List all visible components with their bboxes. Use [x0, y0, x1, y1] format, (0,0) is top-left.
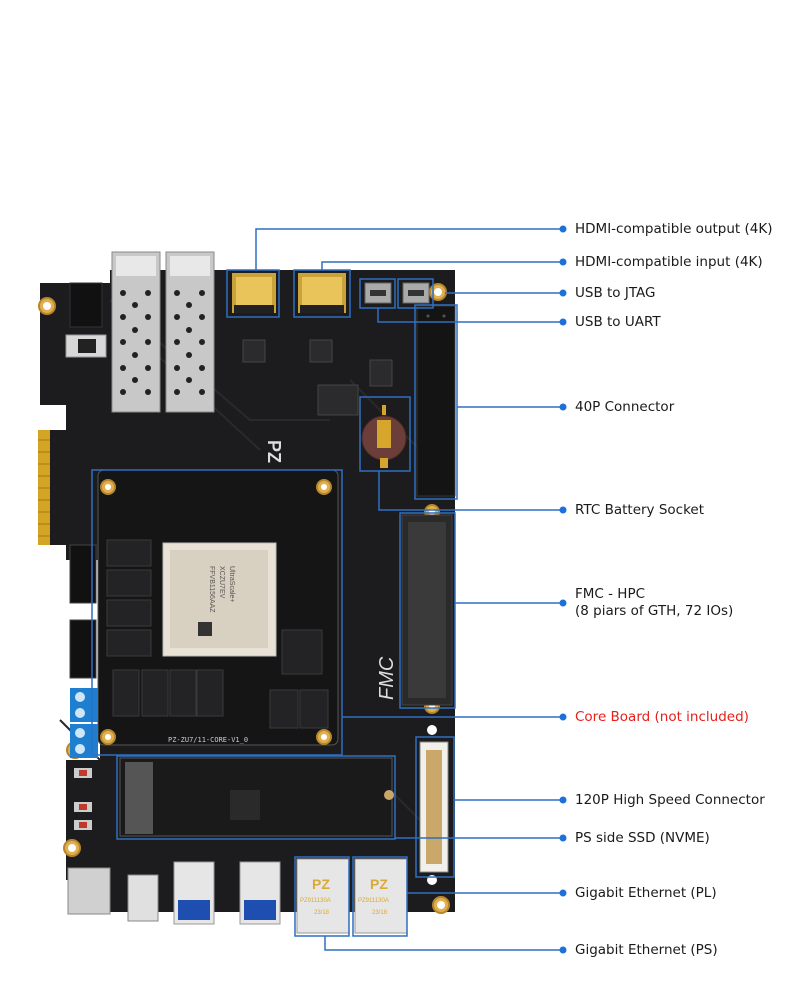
- label-hdmi-output: HDMI-compatible output (4K): [575, 221, 773, 237]
- label-40p-connector: 40P Connector: [575, 399, 675, 415]
- callout-lines: [91, 228, 562, 951]
- label-fmc-hpc-line2: (8 piars of GTH, 72 IOs): [575, 603, 734, 619]
- label-rtc-battery: RTC Battery Socket: [575, 502, 705, 518]
- usb-type-c: [127, 874, 159, 922]
- svg-text:PZ: PZ: [312, 876, 330, 892]
- label-ethernet-pl: Gigabit Ethernet (PL): [575, 885, 717, 901]
- svg-text:23/18: 23/18: [314, 910, 330, 916]
- usb3-ports: [173, 861, 281, 925]
- fmc-hpc-connector: FMC: [376, 514, 453, 706]
- board-logo: PZ: [264, 440, 284, 463]
- label-usb-jtag: USB to JTAG: [575, 285, 656, 301]
- label-fmc-hpc: FMC - HPC (8 piars of GTH, 72 IOs): [575, 586, 733, 620]
- label-ps-ssd: PS side SSD (NVME): [575, 830, 710, 846]
- svg-text:FMC: FMC: [376, 656, 398, 700]
- push-buttons: [74, 768, 92, 830]
- rj45-ps: PZ PZ911130A 23/18: [296, 858, 350, 934]
- hdmi-input-connector: [298, 273, 346, 313]
- svg-text:PZ: PZ: [370, 876, 388, 892]
- label-120p-connector: 120P High Speed Connector: [575, 792, 765, 808]
- rj45-pl: PZ PZ911130A 23/18: [354, 858, 408, 934]
- svg-text:XCZU7EV: XCZU7EV: [218, 566, 225, 599]
- usb-jtag-connector: [364, 282, 392, 304]
- nvme-ssd-slot: [119, 757, 394, 837]
- label-usb-uart: USB to UART: [575, 314, 661, 330]
- sfp-cage-2: [165, 251, 215, 413]
- svg-text:PZ911130A: PZ911130A: [358, 898, 389, 904]
- label-fmc-hpc-line1: FMC - HPC: [575, 586, 646, 602]
- callout-dots: [559, 225, 567, 954]
- sd-card-slot: [67, 867, 111, 915]
- label-hdmi-input: HDMI-compatible input (4K): [575, 254, 763, 270]
- usb-uart-connector: [402, 282, 430, 304]
- svg-text:UltraScale+: UltraScale+: [228, 566, 235, 602]
- pcie-gold-fingers: [38, 430, 50, 545]
- svg-text:FFVB1156AAZ: FFVB1156AAZ: [208, 566, 215, 613]
- svg-text:23/18: 23/18: [372, 910, 388, 916]
- rtc-battery-socket: [361, 405, 407, 468]
- sfp-cage-1: [111, 251, 161, 413]
- hdmi-output-connector: [232, 273, 276, 313]
- terminal-blocks: [70, 688, 98, 758]
- dc-power-jack: [69, 282, 103, 328]
- svg-text:PZ911130A: PZ911130A: [300, 898, 331, 904]
- label-ethernet-ps: Gigabit Ethernet (PS): [575, 942, 718, 958]
- label-core-board: Core Board (not included): [575, 709, 749, 725]
- core-silkscreen: PZ-ZU7/11-CORE-V1_0: [168, 736, 248, 744]
- 120p-connector: [419, 741, 449, 873]
- core-board: UltraScale+ XCZU7EV FFVB1156AAZ PZ-ZU7/1…: [97, 469, 339, 746]
- 40p-header: [416, 305, 456, 497]
